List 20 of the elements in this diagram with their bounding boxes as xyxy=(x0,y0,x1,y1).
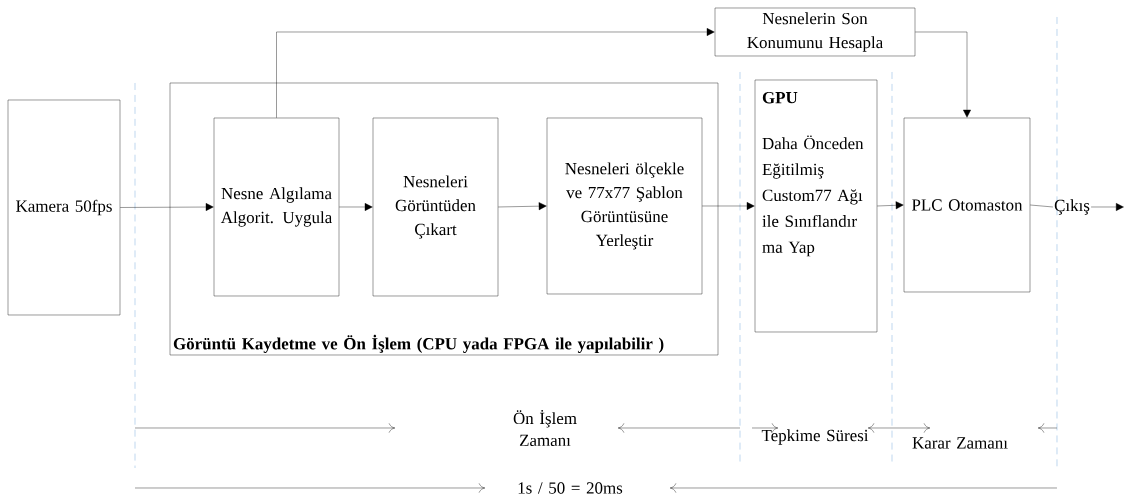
arrow xyxy=(877,201,904,210)
time-label: Tepkime Süresi xyxy=(761,429,869,445)
arrow xyxy=(702,202,755,210)
time-label: 1s / 50 = 20ms xyxy=(518,482,623,494)
process-box: Nesneleri ölçekle ve 77x77 Şablon Görüntüsüne Yerleştir xyxy=(546,117,703,295)
arrow xyxy=(276,28,715,118)
arrow xyxy=(1090,203,1124,211)
process-box: Kamera 50fps xyxy=(7,99,121,316)
process-box: Nesnelerin Son Konumunu Hesapla xyxy=(714,7,916,57)
process-box: Nesneleri Görüntüden Çıkart xyxy=(372,117,499,297)
arrow xyxy=(339,203,373,211)
process-box: Nesne Algılama Algorit. Uygula xyxy=(213,117,340,297)
process-box: GPU Daha Önceden Eğitilmiş Custom77 Ağı ile Sınıflandır ma Yap xyxy=(754,79,878,333)
process-box: PLC Otomaston xyxy=(903,117,1031,293)
arrow xyxy=(498,202,547,211)
arrow xyxy=(120,203,214,211)
time-label: Karar Zamanı xyxy=(912,437,1008,449)
output-label: Çıkış xyxy=(1054,199,1090,215)
arrow xyxy=(915,31,971,118)
time-label: Ön İşlem Zamanı xyxy=(513,409,577,447)
